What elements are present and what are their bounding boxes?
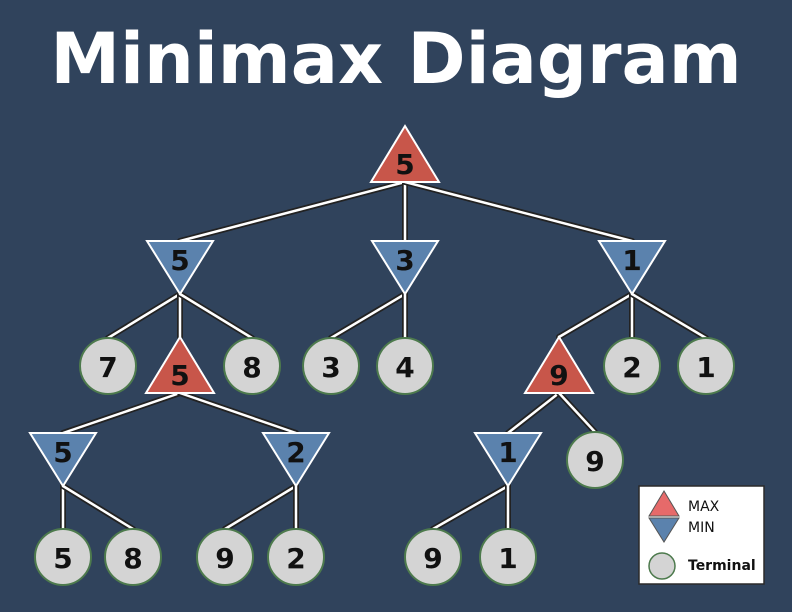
min-node: 1: [473, 432, 543, 488]
node-value: 7: [98, 351, 117, 384]
node-value: 1: [696, 351, 715, 384]
legend-max-label: MAX: [688, 499, 720, 515]
min-node: 3: [370, 240, 440, 296]
node-value: 8: [242, 351, 261, 384]
tree-edge: [402, 179, 635, 244]
node-value: 5: [53, 436, 72, 469]
page-title: Minimax Diagram: [50, 18, 742, 100]
tree-edge: [629, 291, 709, 341]
terminal-circle-icon: [267, 528, 325, 586]
node-value: 5: [170, 359, 189, 392]
node-value: 3: [395, 244, 414, 277]
min-triangle-icon: [597, 240, 667, 296]
terminal-circle-icon: [566, 431, 624, 489]
tree-edge: [105, 291, 183, 341]
min-triangle-icon: [261, 432, 331, 488]
terminal-circle-icon: [104, 528, 162, 586]
tree-edges: [60, 179, 709, 532]
terminal-node: 8: [223, 337, 281, 395]
tree-edge: [177, 390, 299, 436]
legend-min-icon: [648, 517, 680, 543]
legend: MAX MIN Terminal: [638, 485, 765, 585]
tree-edge: [60, 483, 136, 532]
min-node: 2: [261, 432, 331, 488]
terminal-node: 9: [196, 528, 254, 586]
legend-terminal-icon: [648, 552, 676, 580]
min-triangle-icon: [145, 240, 215, 296]
terminal-node: 2: [603, 337, 661, 395]
min-node: 1: [597, 240, 667, 296]
node-value: 9: [549, 359, 568, 392]
node-value: 9: [585, 445, 604, 478]
tree-edge: [60, 390, 183, 436]
terminal-node: 9: [404, 528, 462, 586]
node-value: 5: [53, 542, 72, 575]
tree-edge: [328, 291, 408, 341]
terminal-node: 1: [479, 528, 537, 586]
max-triangle-icon: [144, 335, 216, 394]
node-value: 1: [622, 244, 641, 277]
terminal-node: 7: [79, 337, 137, 395]
terminal-circle-icon: [223, 337, 281, 395]
terminal-node: 9: [566, 431, 624, 489]
terminal-node: 3: [302, 337, 360, 395]
node-value: 1: [498, 436, 517, 469]
tree-edge: [222, 483, 299, 532]
terminal-node: 4: [376, 337, 434, 395]
legend-min-label: MIN: [688, 520, 715, 536]
min-triangle-icon: [473, 432, 543, 488]
terminal-circle-icon: [79, 337, 137, 395]
tree-edge: [430, 483, 511, 532]
max-node: 9: [523, 335, 595, 394]
terminal-circle-icon: [376, 337, 434, 395]
tree-edge: [177, 179, 408, 244]
legend-terminal-label: Terminal: [688, 558, 756, 574]
node-value: 5: [395, 148, 414, 181]
tree-edge: [556, 291, 635, 340]
terminal-node: 5: [34, 528, 92, 586]
node-value: 2: [286, 436, 305, 469]
terminal-circle-icon: [677, 337, 735, 395]
node-value: 9: [215, 542, 234, 575]
terminal-node: 2: [267, 528, 325, 586]
tree-nodes: 7 5 8 5 9 2 2 5 8 5 3 4 3 9 1 1 9 9 2 1 1 5: [28, 124, 735, 586]
min-triangle-icon: [28, 432, 98, 488]
node-value: 3: [321, 351, 340, 384]
node-value: 2: [286, 542, 305, 575]
legend-max-icon: [648, 490, 680, 517]
max-triangle-icon: [523, 335, 595, 394]
tree-edge: [505, 390, 562, 436]
node-value: 8: [123, 542, 142, 575]
terminal-node: 8: [104, 528, 162, 586]
tree-edge: [556, 390, 598, 435]
terminal-circle-icon: [196, 528, 254, 586]
terminal-circle-icon: [603, 337, 661, 395]
node-value: 4: [395, 351, 414, 384]
max-node: 5: [369, 124, 441, 183]
tree-edge: [177, 291, 255, 341]
node-value: 1: [498, 542, 517, 575]
max-node: 5: [144, 335, 216, 394]
min-node: 5: [145, 240, 215, 296]
min-node: 5: [28, 432, 98, 488]
terminal-circle-icon: [404, 528, 462, 586]
min-triangle-icon: [370, 240, 440, 296]
node-value: 9: [423, 542, 442, 575]
terminal-node: 1: [677, 337, 735, 395]
node-value: 2: [622, 351, 641, 384]
terminal-circle-icon: [34, 528, 92, 586]
max-triangle-icon: [369, 124, 441, 183]
terminal-circle-icon: [479, 528, 537, 586]
node-value: 5: [170, 244, 189, 277]
terminal-circle-icon: [302, 337, 360, 395]
